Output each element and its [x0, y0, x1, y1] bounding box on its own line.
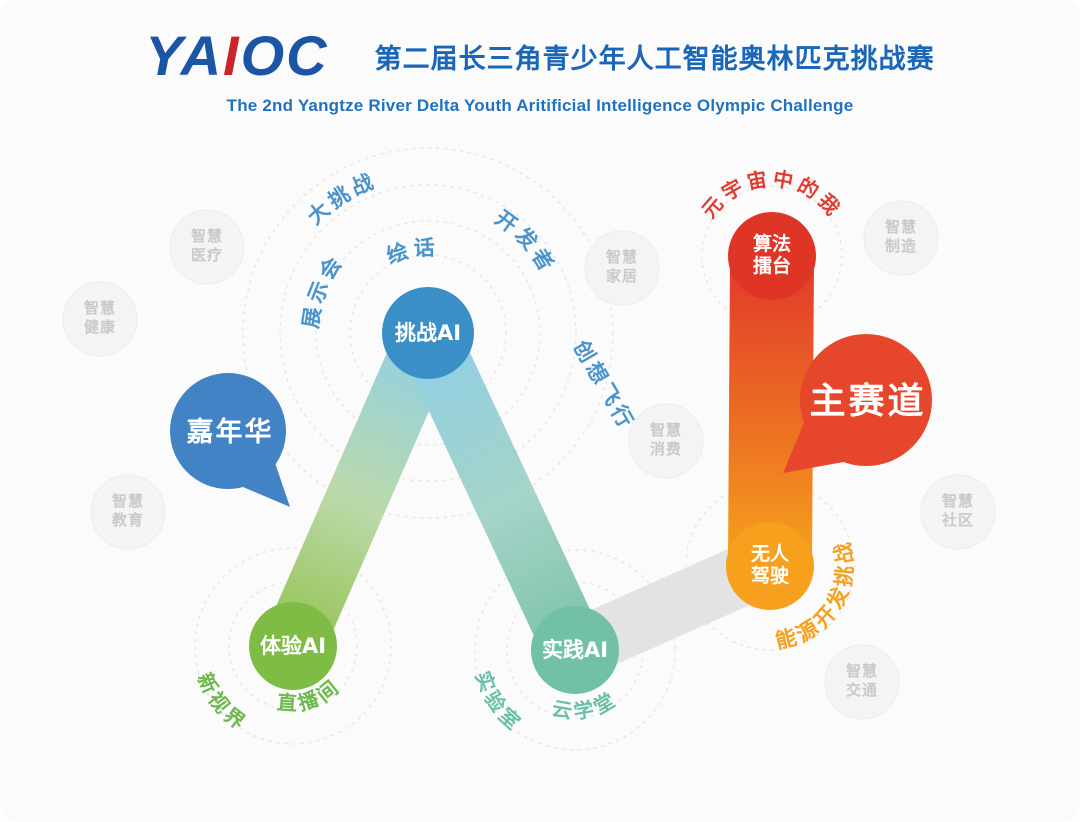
main-track-bubble-tail — [783, 422, 844, 473]
yaioc-logo: YAIOC — [145, 28, 328, 84]
bg-bubble-circle — [90, 474, 166, 550]
arc-label-developer: 开发者 — [491, 206, 561, 278]
node-driverless-label: 无人驾驶 — [751, 543, 790, 587]
node-algorithm-arena: 算法擂台 — [728, 212, 816, 300]
letter-i-stroke — [728, 218, 814, 604]
node-experience-ai: 体验AI — [249, 602, 337, 690]
arc-label-new-vision: 新视界 — [193, 669, 253, 736]
bg-bubble-label: 智慧健康 — [84, 299, 116, 336]
event-subtitle-english: The 2nd Yangtze River Delta Youth Aritif… — [226, 96, 854, 115]
bg-bubble-circle — [824, 644, 900, 720]
bg-bubble-label: 智慧交通 — [846, 662, 878, 699]
speech-bubble-carnival: 嘉年华 — [170, 373, 290, 507]
node-experience-ai-circle — [249, 602, 337, 690]
node-algorithm-arena-circle — [728, 212, 816, 300]
node-practice-ai-circle — [531, 606, 619, 694]
bg-bubble-label: 智慧医疗 — [191, 227, 223, 264]
bg-bubble-consumption: 智慧消费 — [628, 403, 704, 479]
bg-bubble-community: 智慧社区 — [920, 474, 996, 550]
node-challenge-ai-label: 挑战AI — [395, 321, 461, 345]
carnival-bubble-tail — [243, 464, 290, 507]
bg-bubble-label: 智慧制造 — [885, 218, 917, 255]
header: YAIOC 第二届长三角青少年人工智能奥林匹克挑战赛 The 2nd Yangt… — [0, 0, 1080, 116]
carnival-bubble-circle — [170, 373, 286, 489]
carnival-bubble-label: 嘉年华 — [187, 416, 274, 448]
nodes: 挑战AI 体验AI 实践AI 算法擂台 无人驾驶 — [249, 212, 816, 694]
guide-circle — [279, 184, 577, 482]
node-challenge-ai: 挑战AI — [382, 287, 474, 379]
guide-circle — [228, 581, 358, 711]
guide-circle — [194, 547, 392, 745]
bg-bubble-circle — [863, 200, 939, 276]
letter-a-right-stroke — [397, 305, 603, 675]
bg-bubble-circle — [628, 403, 704, 479]
bg-bubble-circle — [584, 230, 660, 306]
guide-circle — [701, 185, 843, 327]
node-algorithm-arena-label: 算法擂台 — [753, 232, 791, 277]
logo-letter-i: I — [223, 24, 241, 87]
node-driverless-circle — [726, 522, 814, 610]
bg-bubble-label: 智慧社区 — [941, 492, 974, 529]
bg-bubble-education: 智慧教育 — [90, 474, 166, 550]
node-practice-ai: 实践AI — [531, 606, 619, 694]
main-track-bubble-label: 主赛道 — [809, 381, 926, 422]
guide-circle — [242, 147, 614, 519]
bg-bubble-label: 智慧教育 — [111, 492, 144, 529]
bg-bubble-label: 智慧消费 — [650, 421, 682, 458]
arc-label-grand-challenge: 大挑战 — [303, 168, 380, 229]
node-experience-ai-label: 体验AI — [260, 634, 326, 658]
node-driverless: 无人驾驶 — [726, 522, 814, 610]
bg-bubble-transport: 智慧交通 — [824, 644, 900, 720]
bg-bubble-medical: 智慧医疗 — [169, 209, 245, 285]
bg-bubble-home: 智慧家居 — [584, 230, 660, 306]
guide-circle — [474, 549, 676, 751]
event-title-chinese: 第二届长三角青少年人工智能奥林匹克挑战赛 — [374, 43, 935, 74]
bg-bubble-label: 智慧家居 — [606, 248, 638, 285]
bg-bubble-manufacturing: 智慧制造 — [863, 200, 939, 276]
main-track-bubble-circle — [800, 334, 932, 466]
bg-bubble-health: 智慧健康 — [62, 281, 138, 357]
node-practice-ai-label: 实践AI — [542, 638, 608, 662]
header-row: YAIOC 第二届长三角青少年人工智能奥林匹克挑战赛 — [0, 28, 1080, 84]
arc-label-exhibition: 展示会 — [299, 250, 349, 330]
speech-bubble-main-track: 主赛道 — [783, 334, 932, 473]
bg-bubble-circle — [62, 281, 138, 357]
background-bubbles: 智慧医疗 智慧健康 智慧家居 智慧制造 智慧消费 智慧教育 — [62, 200, 996, 720]
arc-label-drawing: 绘话 — [384, 236, 439, 269]
arc-label-laboratory: 实验室 — [471, 668, 528, 737]
arc-label-creative-flight: 创想飞行 — [568, 335, 639, 434]
node-challenge-ai-circle — [382, 287, 474, 379]
guide-circle — [685, 481, 855, 651]
logo-letters-ya: YA — [145, 24, 224, 87]
logo-letters-oc: OC — [240, 24, 329, 87]
letter-a-left-stroke — [265, 305, 459, 669]
bg-bubble-circle — [920, 474, 996, 550]
speech-bubbles: 嘉年华 主赛道 — [170, 334, 932, 507]
bg-bubble-circle — [169, 209, 245, 285]
guide-circle — [315, 220, 541, 446]
